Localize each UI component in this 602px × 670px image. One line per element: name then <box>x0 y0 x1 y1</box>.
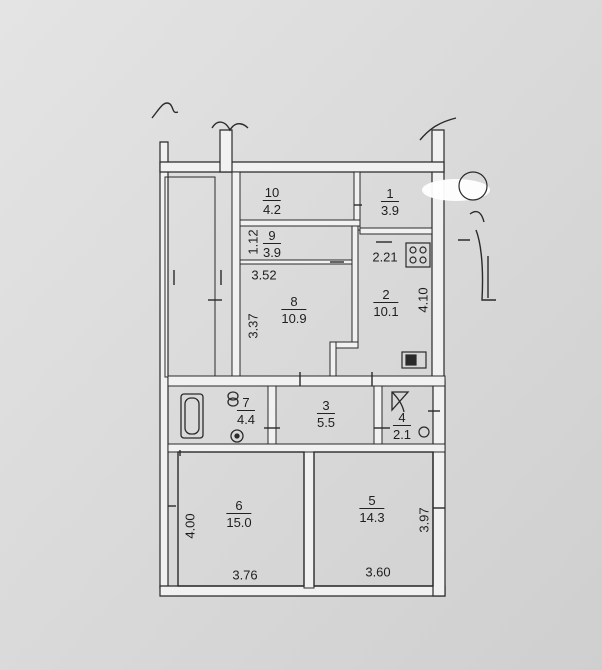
stove-icon <box>405 242 431 268</box>
room-number: 10 <box>262 185 282 201</box>
dimension-label: 4.10 <box>415 287 431 313</box>
bathtub-icon <box>180 393 204 439</box>
room-number: 5 <box>359 493 385 509</box>
dimension-label: 3.52 <box>251 267 277 283</box>
room-10-label: 10 4.2 <box>262 185 282 217</box>
room-number: 7 <box>236 395 256 411</box>
dimension-label: 2.21 <box>372 249 398 265</box>
room-1-label: 1 3.9 <box>380 186 400 218</box>
room-2-label: 2 10.1 <box>373 287 399 319</box>
glare <box>422 179 490 201</box>
dimension-label: 1.12 <box>245 229 261 255</box>
sketch-marks <box>151 102 496 301</box>
room-number: 1 <box>380 186 400 202</box>
room-area: 14.3 <box>359 510 385 525</box>
room-area: 3.9 <box>262 245 282 260</box>
room-area: 10.9 <box>281 311 307 326</box>
room-number: 4 <box>392 410 412 426</box>
room-number: 3 <box>316 398 336 414</box>
room-3-label: 3 5.5 <box>316 398 336 430</box>
room-area: 4.4 <box>236 412 256 427</box>
room-area: 10.1 <box>373 304 399 319</box>
room-7-label: 7 4.4 <box>236 395 256 427</box>
dimension-label: 3.76 <box>232 567 258 583</box>
room-area: 5.5 <box>316 415 336 430</box>
room-area: 2.1 <box>392 427 412 442</box>
room-8-label: 8 10.9 <box>281 294 307 326</box>
room-number: 8 <box>281 294 307 310</box>
room-area: 15.0 <box>226 515 252 530</box>
room-outlines <box>177 451 434 587</box>
room-6-label: 6 15.0 <box>226 498 252 530</box>
washbasin-icon <box>230 429 244 443</box>
door-swing-icon <box>391 391 410 413</box>
room-number: 9 <box>262 228 282 244</box>
room-number: 2 <box>373 287 399 303</box>
room-area: 4.2 <box>262 202 282 217</box>
room-9-label: 9 3.9 <box>262 228 282 260</box>
room-4-label: 4 2.1 <box>392 410 412 442</box>
room-5-label: 5 14.3 <box>359 493 385 525</box>
sink-icon <box>401 351 427 369</box>
room-area: 3.9 <box>380 203 400 218</box>
toilet-icon <box>227 391 239 407</box>
door-marks <box>168 204 445 509</box>
dimension-label: 3.97 <box>416 507 432 533</box>
dimension-label: 3.37 <box>245 313 261 339</box>
drain-icon <box>418 426 430 438</box>
dimension-label: 3.60 <box>365 564 391 580</box>
dimension-label: 4.00 <box>182 513 198 539</box>
room-number: 6 <box>226 498 252 514</box>
